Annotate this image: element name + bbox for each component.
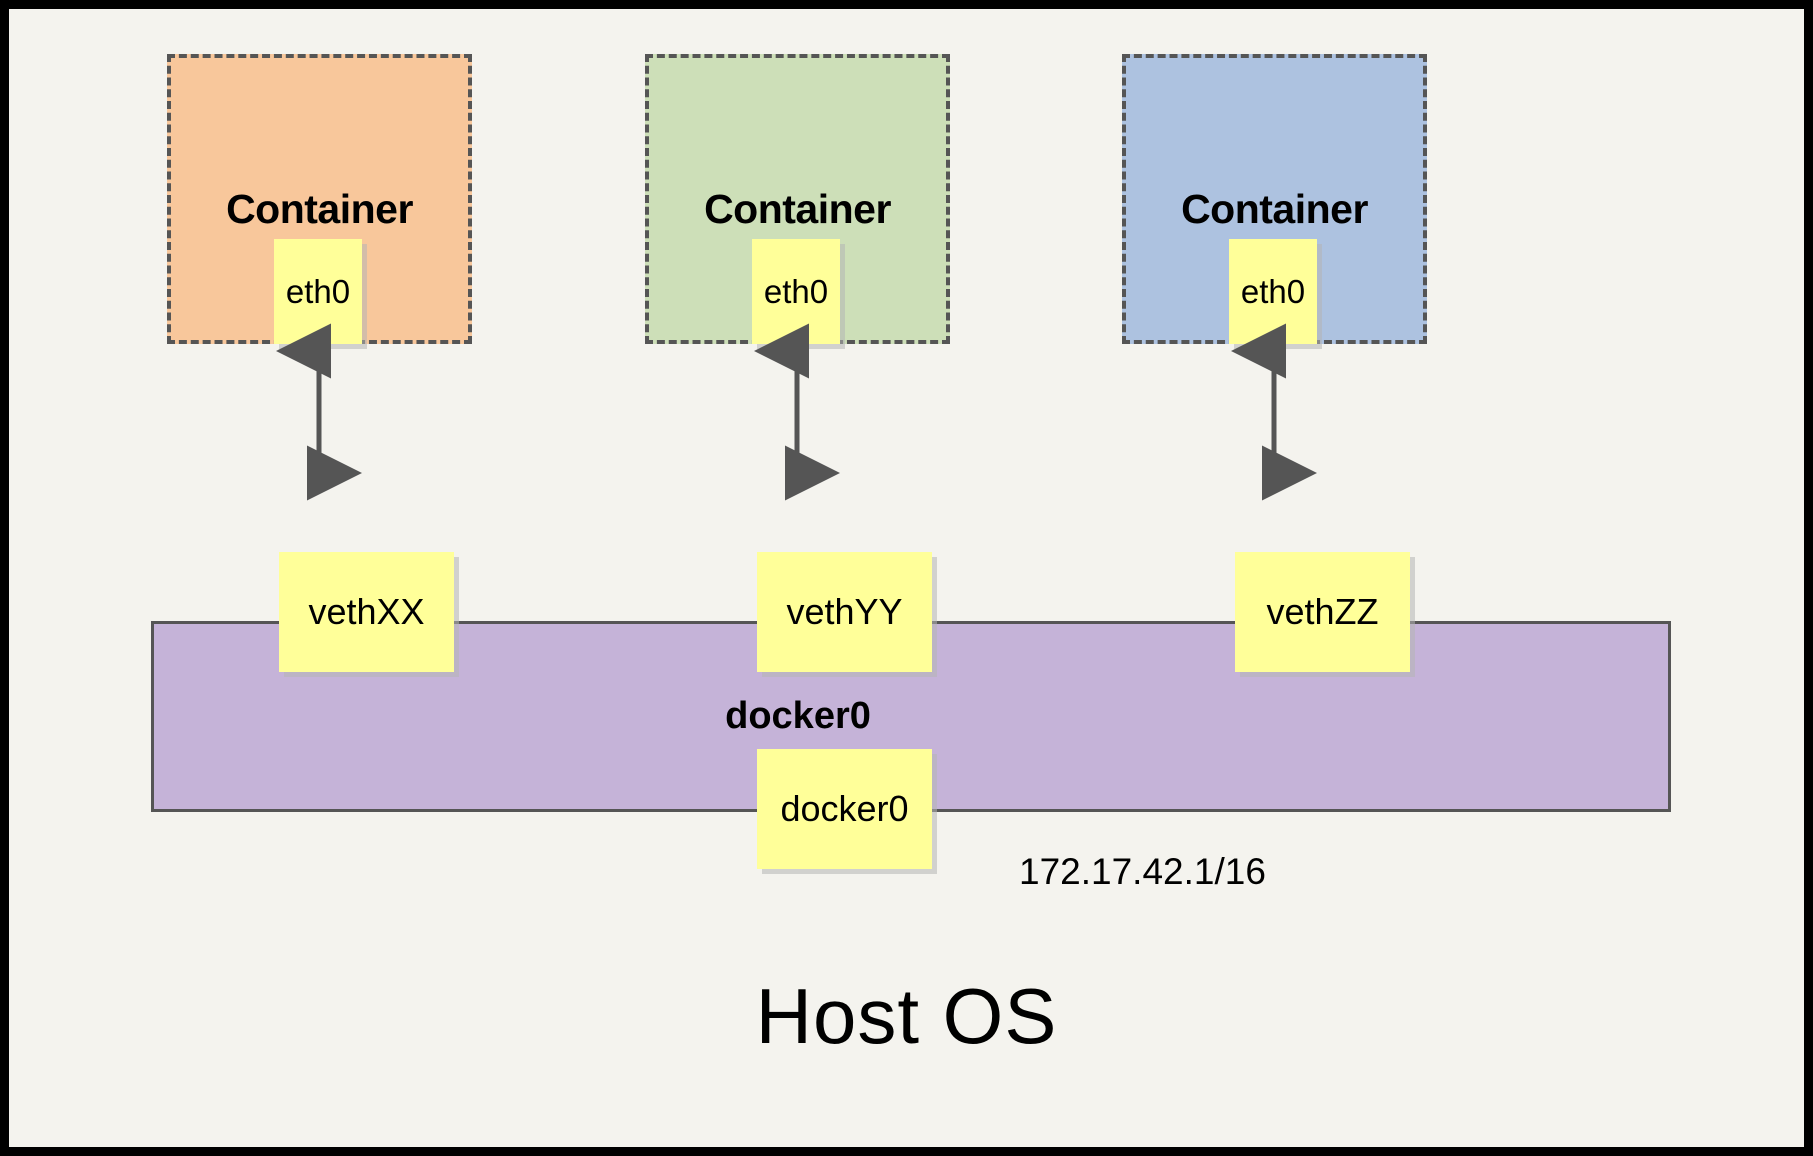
eth0-box-1: eth0 <box>274 239 362 344</box>
arrow-eth0-to-veth-3 <box>1230 323 1318 501</box>
veth-box-3: vethZZ <box>1235 552 1410 672</box>
veth-label-2: vethYY <box>786 591 903 632</box>
arrow-eth0-to-veth-2 <box>753 323 841 501</box>
arrow-eth0-to-veth-1 <box>275 323 363 501</box>
veth-box-1: vethXX <box>279 552 454 672</box>
eth0-box-2: eth0 <box>752 239 840 344</box>
eth0-label-3: eth0 <box>1240 273 1306 310</box>
container-title-1: Container <box>226 186 413 232</box>
docker0-ip-label: 172.17.42.1/16 <box>1019 851 1266 892</box>
docker0-bridge-label: docker0 <box>725 695 871 737</box>
eth0-box-3: eth0 <box>1229 239 1317 344</box>
veth-label-3: vethZZ <box>1266 591 1379 632</box>
docker0-iface-box: docker0 <box>757 749 932 869</box>
container-title-3: Container <box>1181 186 1368 232</box>
veth-label-1: vethXX <box>308 591 425 632</box>
eth0-label-2: eth0 <box>763 273 829 310</box>
container-title-2: Container <box>704 186 891 232</box>
eth0-label-1: eth0 <box>285 273 351 310</box>
veth-box-2: vethYY <box>757 552 932 672</box>
docker0-iface-label: docker0 <box>780 788 909 829</box>
host-os-title: Host OS <box>755 972 1058 1060</box>
